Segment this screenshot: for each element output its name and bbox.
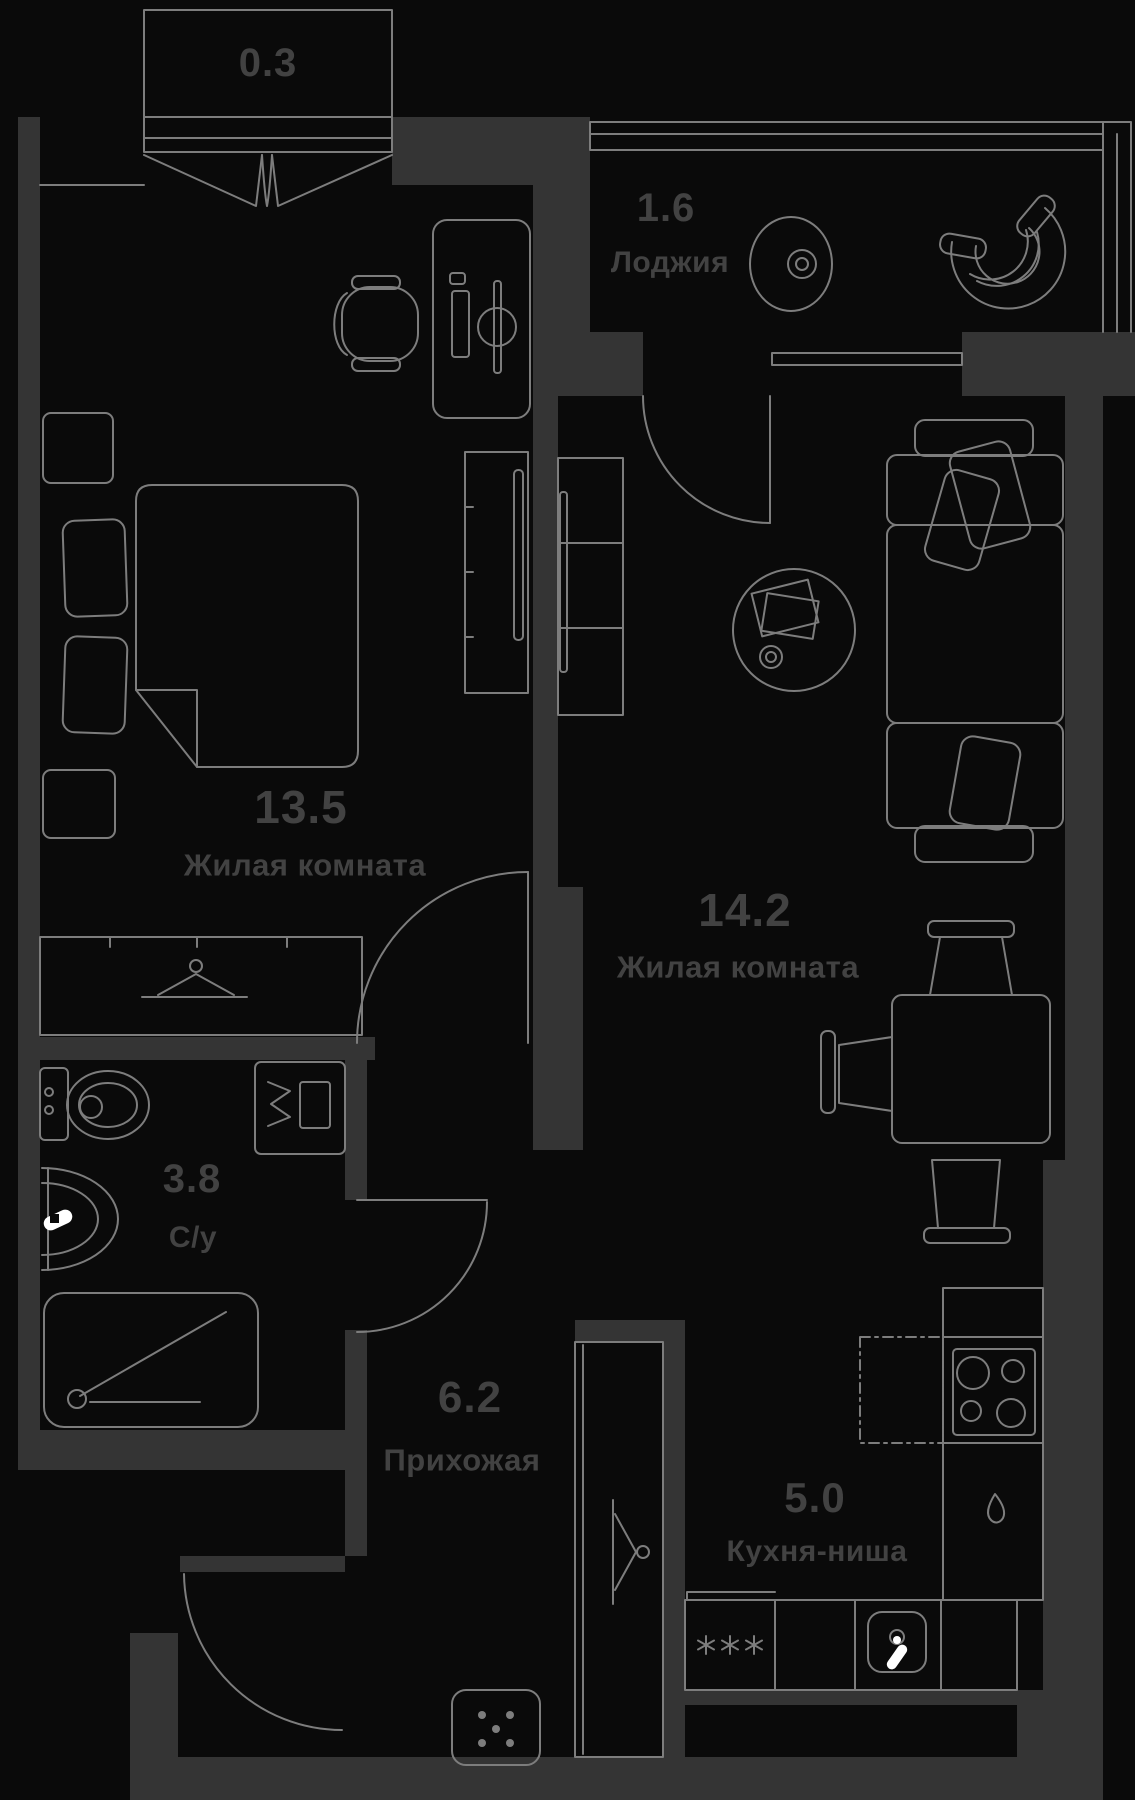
- living-room-1-name-label: Жилая комната: [183, 847, 427, 883]
- loggia-area-label: 1.6: [636, 186, 696, 230]
- loggia-name-label: Лоджия: [610, 246, 730, 279]
- shower-icon: [43, 1292, 259, 1428]
- kitchen-area-label: 5.0: [784, 1474, 846, 1521]
- loggia-door: [642, 395, 771, 524]
- dining-chairs-icon: [820, 920, 1015, 1244]
- walls: [18, 117, 1135, 1800]
- fridge-space-icon: [859, 1336, 944, 1444]
- kitchen-window: [685, 1705, 1017, 1757]
- loggia-glazing: [589, 121, 1132, 333]
- tall-wardrobe-icon: [464, 451, 529, 694]
- living-room-2-name-label: Жилая комната: [616, 949, 860, 985]
- balcony-area-label: 0.3: [238, 41, 298, 85]
- balcony-door-swing-icon: [143, 154, 393, 207]
- round-table-icon: [749, 216, 833, 312]
- kitchen-counter-right: [942, 1287, 1044, 1601]
- hallway-name-label: Прихожая: [383, 1442, 541, 1478]
- sofa-icon: [886, 419, 1064, 863]
- balcony-window: [143, 116, 393, 153]
- bathroom-sink-icon: [41, 1167, 119, 1271]
- water-drop-icon: [986, 1493, 1006, 1524]
- entrance-door: [180, 1556, 345, 1731]
- wardrobe-hanger-icon: [39, 936, 363, 1036]
- hallway-closet-icon: [574, 1341, 664, 1758]
- hallway-area-label: 6.2: [437, 1373, 503, 1422]
- dining-table-icon: [891, 994, 1051, 1144]
- coffee-table-icon: [732, 568, 856, 692]
- bed-icon: [61, 484, 359, 768]
- washing-machine-icon: [254, 1061, 346, 1155]
- nightstand-icon: [42, 412, 116, 839]
- doormat-icon: [451, 1689, 541, 1766]
- desk-icon: [432, 219, 531, 419]
- toilet-icon: [39, 1067, 150, 1141]
- stove-icon: [952, 1348, 1036, 1436]
- kitchen-name-label: Кухня-ниша: [726, 1535, 908, 1568]
- bathroom-name-label: С/у: [168, 1221, 218, 1254]
- bathroom-area-label: 3.8: [162, 1157, 222, 1201]
- loggia-window-to-room: [771, 352, 963, 366]
- room1-door: [356, 871, 529, 1044]
- shelf-unit-icon: [557, 457, 624, 716]
- armchair-icon: [939, 194, 1067, 310]
- kitchen-counter-bottom: [684, 1591, 1018, 1691]
- kitchen-sink-icon: [867, 1611, 927, 1673]
- bathroom-door: [356, 1199, 488, 1333]
- living-room-2-area-label: 14.2: [698, 884, 792, 936]
- living-room-1-area-label: 13.5: [254, 781, 348, 833]
- freezer-stars-icon: [697, 1635, 763, 1655]
- office-chair-icon: [333, 275, 419, 372]
